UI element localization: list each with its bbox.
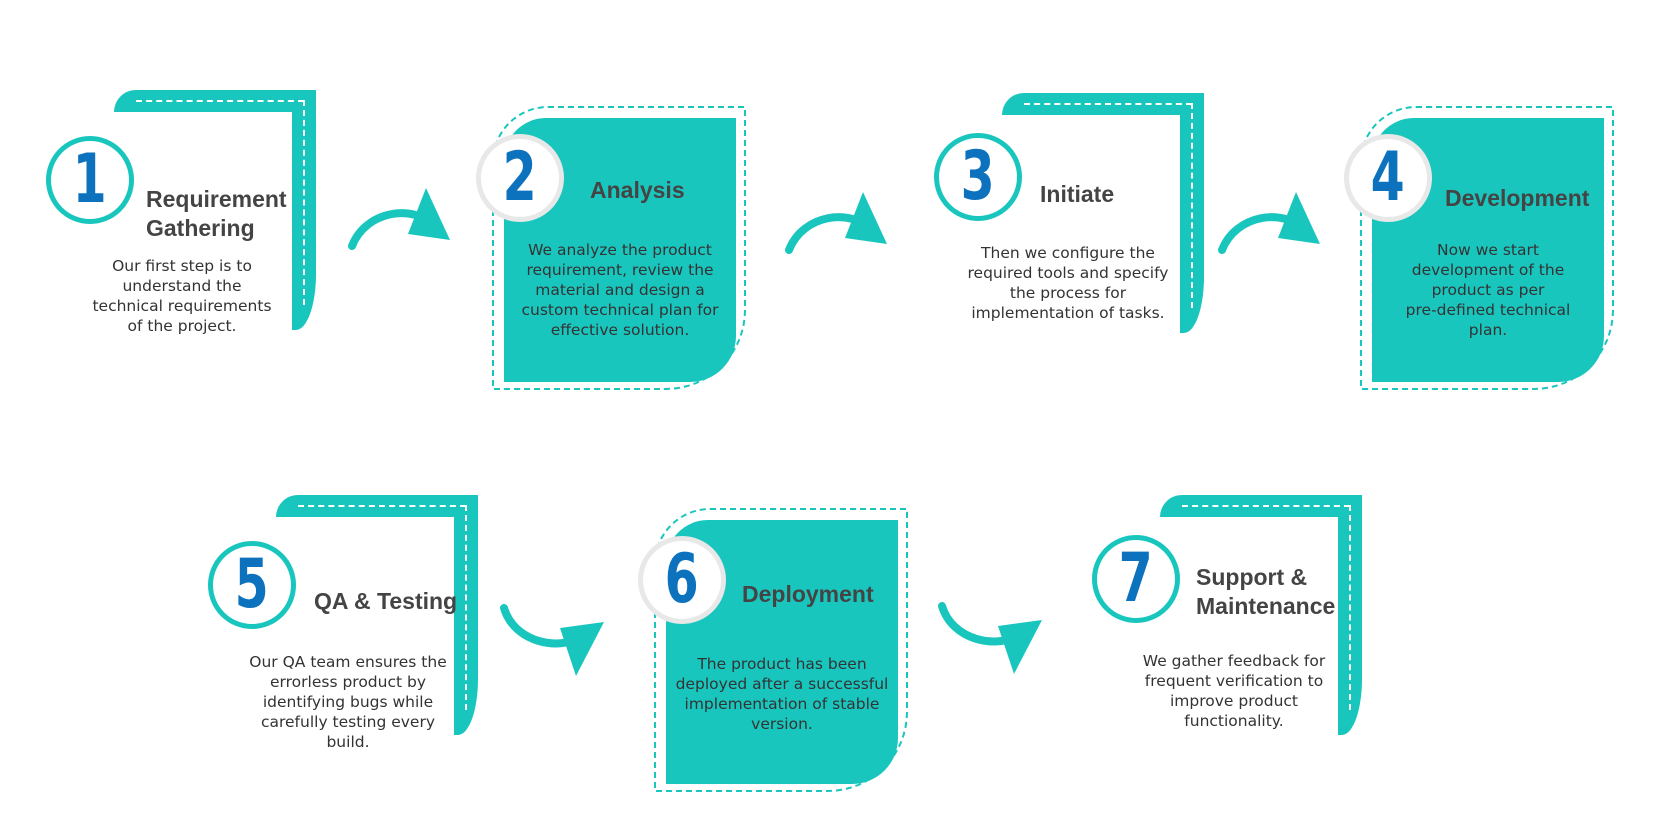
- step-description: Our QA team ensures the errorless produc…: [238, 652, 458, 752]
- step-title: Requirement Gathering: [146, 185, 287, 243]
- step-title: Analysis: [590, 176, 685, 205]
- desc-line: Our first step is to: [112, 257, 252, 275]
- desc-line: plan.: [1468, 321, 1508, 339]
- step-number-circle: 4: [1344, 134, 1432, 222]
- step-title: Deployment: [742, 580, 874, 609]
- step-5: 5 QA & Testing Our QA team ensures the e…: [204, 495, 504, 795]
- desc-line: deployed after a successful: [675, 675, 889, 693]
- step-title: Development: [1445, 184, 1589, 213]
- desc-line: requirement, review the: [526, 261, 714, 279]
- step-number: 4: [1370, 138, 1406, 217]
- step-title: Initiate: [1040, 180, 1114, 209]
- desc-line: We analyze the product: [528, 241, 712, 259]
- desc-line: effective solution.: [550, 321, 690, 339]
- desc-line: pre-defined technical: [1405, 301, 1571, 319]
- desc-line: improve product: [1169, 692, 1298, 710]
- desc-line: functionality.: [1184, 712, 1284, 730]
- card-dashed-outline: [492, 106, 746, 390]
- step-title: Support & Maintenance: [1196, 563, 1335, 621]
- card-dashed-outline: [654, 508, 908, 792]
- desc-line: implementation of stable: [684, 695, 880, 713]
- desc-line: of the project.: [127, 317, 237, 335]
- desc-line: build.: [326, 733, 370, 751]
- step-2: 2 Analysis We analyze the product requir…: [476, 98, 780, 398]
- desc-line: custom technical plan for: [521, 301, 719, 319]
- step-number: 7: [1118, 539, 1154, 618]
- step-description: We analyze the product requirement, revi…: [508, 240, 732, 340]
- step-title-line: Gathering: [146, 215, 255, 241]
- desc-line: material and design a: [535, 281, 705, 299]
- curved-arrow-icon: [785, 192, 887, 254]
- desc-line: implementation of tasks.: [971, 304, 1165, 322]
- step-number: 6: [664, 540, 700, 619]
- desc-line: Then we configure the: [981, 244, 1155, 262]
- step-3: 3 Initiate Then we configure the require…: [930, 93, 1230, 393]
- step-description: The product has been deployed after a su…: [670, 654, 894, 734]
- desc-line: the process for: [1009, 284, 1127, 302]
- step-title-line: Initiate: [1040, 181, 1115, 207]
- curved-arrow-icon: [348, 188, 450, 250]
- step-4: 4 Development Now we start development o…: [1344, 98, 1648, 398]
- step-title: QA & Testing: [314, 587, 457, 616]
- step-6: 6 Deployment The product has been deploy…: [638, 500, 942, 800]
- bracket-dash-line: [1182, 505, 1350, 507]
- desc-line: Our QA team ensures the: [249, 653, 447, 671]
- step-description: Now we start development of the product …: [1388, 240, 1588, 340]
- step-title-line: Deployment: [742, 581, 874, 607]
- step-title-line: Analysis: [590, 177, 685, 203]
- step-number-circle: 6: [638, 536, 726, 624]
- desc-line: Now we start: [1437, 241, 1539, 259]
- step-1: 1 Requirement Gathering Our first step i…: [42, 90, 342, 390]
- desc-line: identifying bugs while: [262, 693, 434, 711]
- card-dashed-outline: [1360, 106, 1614, 390]
- desc-line: product as per: [1431, 281, 1545, 299]
- step-number-circle: 2: [476, 134, 564, 222]
- bracket-dash-line: [1349, 505, 1351, 710]
- desc-line: errorless product by: [270, 673, 426, 691]
- curved-arrow-icon: [500, 604, 604, 676]
- step-title-line: Development: [1445, 185, 1590, 211]
- step-number-circle: 5: [208, 541, 296, 629]
- desc-line: development of the: [1411, 261, 1565, 279]
- step-number-circle: 7: [1092, 535, 1180, 623]
- step-title-line: Support &: [1196, 564, 1308, 590]
- desc-line: We gather feedback for: [1142, 652, 1326, 670]
- desc-line: version.: [751, 715, 813, 733]
- step-number: 5: [234, 545, 270, 624]
- desc-line: carefully testing every: [260, 713, 436, 731]
- step-title-line: Maintenance: [1196, 593, 1336, 619]
- bracket-dash-line: [465, 505, 467, 710]
- step-title-line: QA & Testing: [314, 588, 458, 614]
- bracket-dash-line: [1191, 103, 1193, 308]
- step-description: Then we configure the required tools and…: [958, 243, 1178, 323]
- step-description: We gather feedback for frequent verifica…: [1134, 651, 1334, 731]
- step-title-line: Requirement: [146, 186, 287, 212]
- bracket-dash-line: [1024, 103, 1192, 105]
- bracket-dash-line: [303, 100, 305, 305]
- step-description: Our first step is to understand the tech…: [82, 256, 282, 336]
- step-number-circle: 1: [46, 136, 134, 224]
- step-number-circle: 3: [934, 133, 1022, 221]
- step-number: 1: [72, 140, 108, 219]
- desc-line: frequent verification to: [1144, 672, 1324, 690]
- step-7: 7 Support & Maintenance We gather feedba…: [1088, 495, 1388, 795]
- desc-line: The product has been: [697, 655, 867, 673]
- curved-arrow-icon: [1218, 192, 1320, 254]
- step-number: 3: [960, 137, 996, 216]
- curved-arrow-icon: [938, 602, 1042, 674]
- bracket-dash-line: [298, 505, 466, 507]
- step-number: 2: [502, 138, 538, 217]
- bracket-dash-line: [136, 100, 304, 102]
- desc-line: required tools and specify: [967, 264, 1169, 282]
- desc-line: technical requirements: [92, 297, 272, 315]
- desc-line: understand the: [122, 277, 242, 295]
